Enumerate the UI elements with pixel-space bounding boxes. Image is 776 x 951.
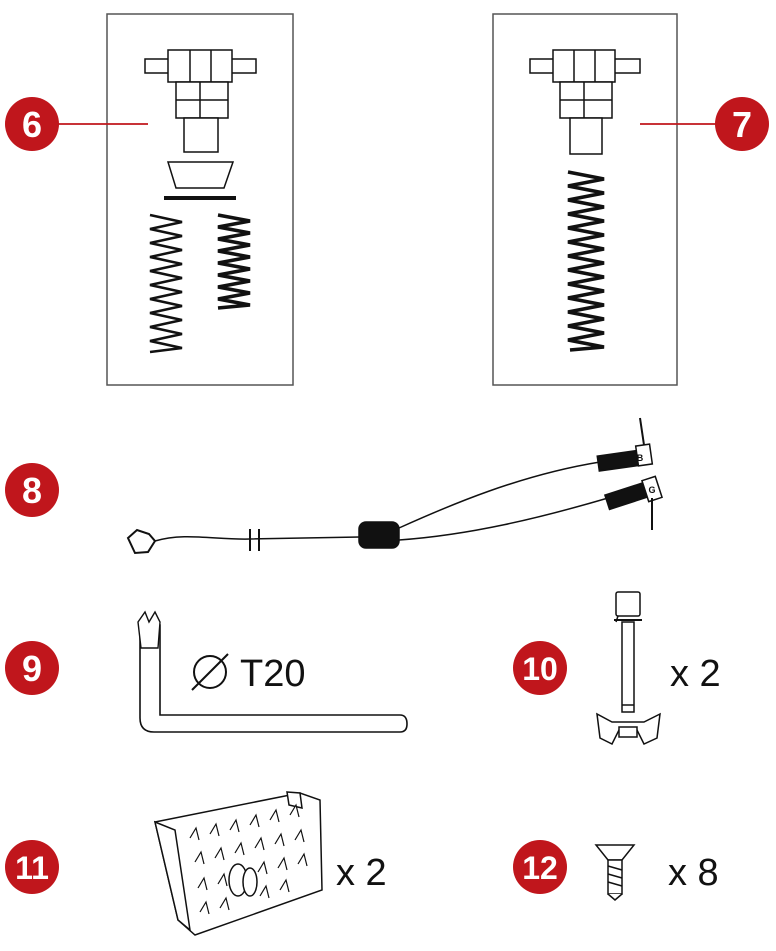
part-12-screw xyxy=(594,844,636,901)
part-6-springs xyxy=(149,213,251,354)
part-7-group xyxy=(492,13,678,386)
badge-11: 11 xyxy=(5,840,59,894)
part-12-quantity: x 8 xyxy=(668,852,719,894)
badge-12-label: 12 xyxy=(522,850,558,886)
badge-10: 10 xyxy=(513,641,567,695)
part-6-group xyxy=(106,13,294,386)
connector-g xyxy=(603,475,664,530)
part-6-cartridge xyxy=(144,49,257,200)
badge-8-label: 8 xyxy=(22,470,42,511)
badge-8: 8 xyxy=(5,463,59,517)
badge-11-label: 11 xyxy=(15,850,49,886)
part-10-quantity: x 2 xyxy=(670,653,721,695)
badge-7-label: 7 xyxy=(732,104,752,145)
part-11-spiked-block xyxy=(153,791,323,936)
diameter-symbol-icon xyxy=(191,653,229,691)
part-7-frame xyxy=(492,13,678,386)
connector-g-label: G xyxy=(648,485,655,495)
part-11-quantity: x 2 xyxy=(336,852,387,894)
badge-6-label: 6 xyxy=(22,104,42,145)
badge-9-label: 9 xyxy=(22,648,42,689)
badge-12: 12 xyxy=(513,840,567,894)
badge-10-label: 10 xyxy=(522,651,558,687)
part-9-spec: T20 xyxy=(240,653,305,695)
part-8-cable xyxy=(126,417,664,555)
connector-b-label: B xyxy=(637,453,644,463)
badge-7: 7 xyxy=(715,97,769,151)
badge-9: 9 xyxy=(5,641,59,695)
cable-tip xyxy=(126,528,157,555)
part-6-frame xyxy=(106,13,294,386)
part-9-torx-key xyxy=(137,610,408,733)
cable-splitter xyxy=(358,521,400,549)
badge-6: 6 xyxy=(5,97,59,151)
part-7-spring xyxy=(567,170,605,352)
connector-b xyxy=(596,417,654,472)
part-7-cartridge xyxy=(529,49,641,155)
part-10-bolt xyxy=(596,591,661,746)
